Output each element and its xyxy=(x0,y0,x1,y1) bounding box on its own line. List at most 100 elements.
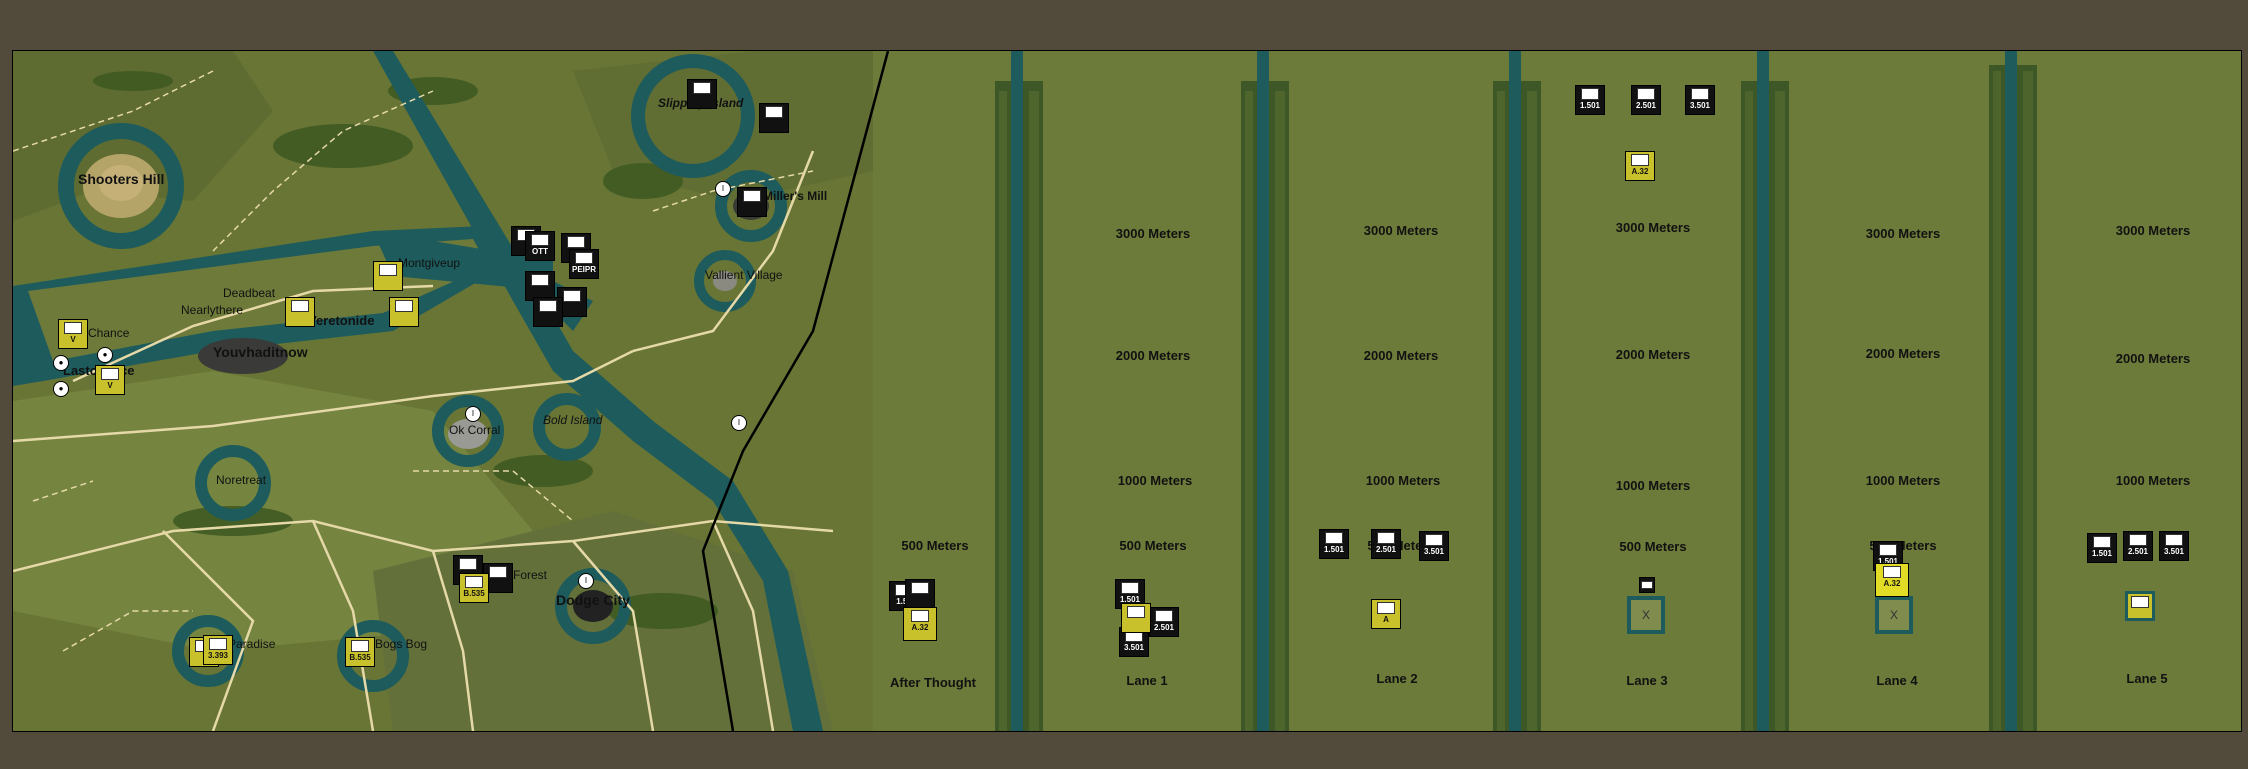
unit-id: V xyxy=(70,335,76,344)
distance-label: 2000 Meters xyxy=(1115,348,1191,363)
unit-type-icon xyxy=(64,322,82,334)
unit-id: 1.501 xyxy=(1119,595,1141,604)
unit-counter[interactable] xyxy=(687,79,717,109)
lane-name: After Thought xyxy=(890,675,976,690)
waypoint-icon[interactable]: I xyxy=(465,406,481,422)
unit-type-icon xyxy=(1155,610,1173,622)
unit-counter[interactable] xyxy=(737,187,767,217)
waypoint-icon[interactable]: I xyxy=(731,415,747,431)
unit-counter[interactable]: 1.501 xyxy=(2087,533,2117,563)
unit-type-icon xyxy=(2129,534,2147,546)
distance-label: 1000 Meters xyxy=(1615,478,1691,493)
unit-counter[interactable]: 3.393 xyxy=(203,635,233,665)
unit-counter[interactable]: B.535 xyxy=(459,573,489,603)
unit-counter[interactable] xyxy=(905,579,935,609)
distance-label: 1000 Meters xyxy=(1117,473,1193,488)
unit-type-icon xyxy=(379,264,397,276)
unit-id: 2.501 xyxy=(1635,101,1657,110)
unit-counter[interactable]: 2.501 xyxy=(2123,531,2153,561)
unit-type-icon xyxy=(1127,606,1145,618)
unit-type-icon xyxy=(575,252,593,264)
unit-id: B.535 xyxy=(463,589,485,598)
unit-type-icon xyxy=(1377,532,1395,544)
unit-counter[interactable] xyxy=(759,103,789,133)
unit-counter[interactable]: V xyxy=(58,319,88,349)
unit-id: 3.393 xyxy=(207,651,229,660)
unit-counter[interactable] xyxy=(525,271,555,301)
objective-marker[interactable]: X xyxy=(1627,596,1665,634)
unit-type-icon xyxy=(1121,582,1139,594)
unit-counter[interactable]: A.32 xyxy=(1625,151,1655,181)
waypoint-icon[interactable]: I xyxy=(578,573,594,589)
unit-counter[interactable]: 3.501 xyxy=(2159,531,2189,561)
unit-id: 1.501 xyxy=(1323,545,1345,554)
unit-id: OTT xyxy=(532,247,548,256)
unit-type-icon xyxy=(531,234,549,246)
distance-label: 2000 Meters xyxy=(2115,351,2191,366)
unit-id: 3.501 xyxy=(1123,643,1145,652)
unit-type-icon xyxy=(743,190,761,202)
waypoint-icon[interactable]: ● xyxy=(97,347,113,363)
distance-label: 3000 Meters xyxy=(1115,226,1191,241)
unit-counter[interactable] xyxy=(373,261,403,291)
unit-counter[interactable]: V xyxy=(95,365,125,395)
unit-counter[interactable] xyxy=(533,297,563,327)
unit-id: 1.50 xyxy=(896,597,912,606)
unit-counter[interactable]: PEIPR xyxy=(569,249,599,279)
lane-name: Lane 3 xyxy=(1626,673,1668,688)
unit-counter[interactable]: A.32 xyxy=(903,607,937,641)
unit-counter[interactable] xyxy=(389,297,419,327)
waypoint-icon[interactable]: ● xyxy=(53,381,69,397)
unit-type-icon xyxy=(693,82,711,94)
unit-id: V xyxy=(107,381,113,390)
unit-type-icon xyxy=(563,290,581,302)
unit-id: A.32 xyxy=(911,623,929,632)
objective-marker-label: X xyxy=(1631,600,1661,630)
unit-type-icon xyxy=(1631,154,1649,166)
unit-counter[interactable] xyxy=(2125,591,2155,621)
unit-counter[interactable]: 2.501 xyxy=(1631,85,1661,115)
lane-name: Lane 1 xyxy=(1126,673,1168,688)
unit-id: A.32 xyxy=(1631,167,1649,176)
distance-label: 500 Meters xyxy=(1619,539,1687,554)
distance-label: 2000 Meters xyxy=(1363,348,1439,363)
unit-id: 2.501 xyxy=(1153,623,1175,632)
unit-type-icon xyxy=(1641,581,1653,589)
unit-type-icon xyxy=(395,300,413,312)
unit-counter[interactable]: 3.501 xyxy=(1419,531,1449,561)
unit-id: 2.501 xyxy=(2127,547,2149,556)
unit-counter[interactable]: 2.501 xyxy=(1371,529,1401,559)
unit-counter[interactable]: B.535 xyxy=(345,637,375,667)
unit-id: 3.501 xyxy=(1423,547,1445,556)
unit-type-icon xyxy=(101,368,119,380)
unit-id: A.32 xyxy=(1883,579,1901,588)
distance-label: 3000 Meters xyxy=(2115,223,2191,238)
unit-type-icon xyxy=(1879,544,1897,556)
unit-counter[interactable]: A xyxy=(1371,599,1401,629)
unit-id: B.535 xyxy=(349,653,371,662)
unit-type-icon xyxy=(351,640,369,652)
unit-counter[interactable]: OTT xyxy=(525,231,555,261)
unit-type-icon xyxy=(1883,566,1901,578)
unit-counter[interactable]: A.32 xyxy=(1875,563,1909,597)
unit-counter[interactable] xyxy=(1121,603,1151,633)
objective-marker[interactable]: X xyxy=(1875,596,1913,634)
game-map[interactable]: Shooters Hill Slippery Island Miller's M… xyxy=(12,50,2242,732)
unit-counter[interactable]: 1.501 xyxy=(1575,85,1605,115)
unit-type-icon xyxy=(2165,534,2183,546)
unit-counter[interactable]: 1.501 xyxy=(1319,529,1349,559)
unit-type-icon xyxy=(1691,88,1709,100)
distance-label: 500 Meters xyxy=(901,538,969,553)
distance-label: 1000 Meters xyxy=(1865,473,1941,488)
distance-label: 2000 Meters xyxy=(1865,346,1941,361)
unit-counter[interactable] xyxy=(285,297,315,327)
unit-type-icon xyxy=(539,300,557,312)
distance-label: 3000 Meters xyxy=(1865,226,1941,241)
unit-type-icon xyxy=(2131,596,2149,608)
unit-counter[interactable]: 2.501 xyxy=(1149,607,1179,637)
waypoint-icon[interactable]: ● xyxy=(53,355,69,371)
distance-label: 500 Meters xyxy=(1119,538,1187,553)
unit-counter[interactable]: 3.501 xyxy=(1685,85,1715,115)
waypoint-icon[interactable]: I xyxy=(715,181,731,197)
unit-counter[interactable] xyxy=(1639,577,1655,593)
